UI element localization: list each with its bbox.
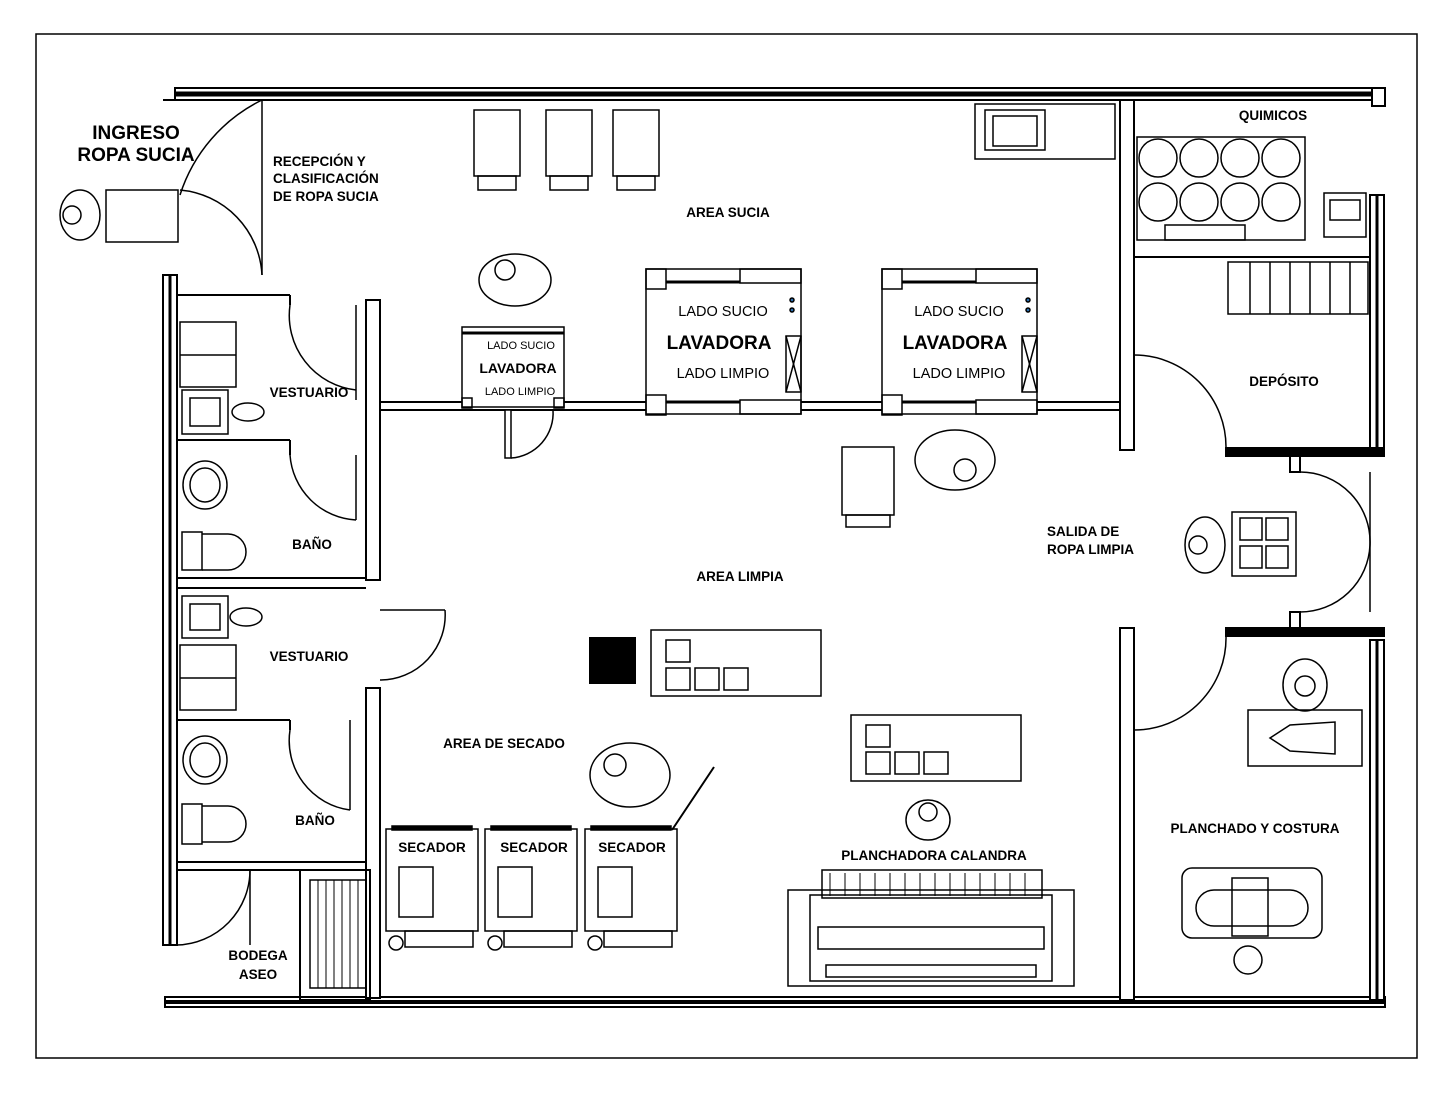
washer-mid-name: LAVADORA xyxy=(667,333,772,354)
label-vestuario-top: VESTUARIO xyxy=(270,385,349,400)
label-salida-1: SALIDA DE xyxy=(1047,524,1119,539)
label-area-sucia: AREA SUCIA xyxy=(686,205,770,220)
label-recepcion-2: CLASIFICACIÓN xyxy=(273,171,379,186)
label-bodega-2: ASEO xyxy=(239,967,277,982)
label-vestuario-bottom: VESTUARIO xyxy=(270,649,349,664)
washer-small-dirty: LADO SUCIO xyxy=(487,340,555,352)
label-salida-2: ROPA LIMPIA xyxy=(1047,542,1134,557)
label-bano-top: BAÑO xyxy=(292,537,332,552)
room-labels: INGRESO ROPA SUCIA RECEPCIÓN Y CLASIFICA… xyxy=(77,108,1339,982)
sewing-machine xyxy=(1181,867,1323,975)
dryer-2-label: SECADOR xyxy=(500,840,568,855)
fixtures xyxy=(179,103,1369,989)
doors xyxy=(176,99,1371,946)
label-deposito: DEPÓSITO xyxy=(1249,374,1319,389)
planchadora-calandra xyxy=(787,869,1075,987)
label-planchado: PLANCHADO Y COSTURA xyxy=(1170,821,1339,836)
label-ingreso-1: INGRESO xyxy=(92,123,180,144)
exterior-walls xyxy=(162,87,1386,1008)
laundry-carts xyxy=(105,109,1297,577)
drawing-frame xyxy=(35,33,1418,1059)
dryer-1-label: SECADOR xyxy=(398,840,466,855)
column-block xyxy=(589,637,636,684)
washer-right xyxy=(881,268,1038,416)
washer-mid xyxy=(645,268,802,416)
interior-walls xyxy=(177,99,1385,1001)
label-bodega-1: BODEGA xyxy=(228,948,288,963)
washer-right-name: LAVADORA xyxy=(903,333,1008,354)
washer-right-dirty: LADO SUCIO xyxy=(914,304,1003,320)
equipment-labels: LADO SUCIO LAVADORA LADO LIMPIO LADO SUC… xyxy=(398,304,1027,863)
washer-mid-dirty: LADO SUCIO xyxy=(678,304,767,320)
label-bano-bottom: BAÑO xyxy=(295,813,335,828)
label-recepcion-3: DE ROPA SUCIA xyxy=(273,189,379,204)
label-recepcion-1: RECEPCIÓN Y xyxy=(273,154,366,169)
washer-small-name: LAVADORA xyxy=(479,360,556,376)
label-ingreso-2: ROPA SUCIA xyxy=(77,145,194,166)
washer-right-clean: LADO LIMPIO xyxy=(913,366,1006,382)
label-area-limpia: AREA LIMPIA xyxy=(696,569,783,584)
label-quimicos: QUIMICOS xyxy=(1239,108,1307,123)
washer-small-clean: LADO LIMPIO xyxy=(485,386,556,398)
dryers xyxy=(385,825,678,951)
label-area-secado: AREA DE SECADO xyxy=(443,736,565,751)
calandra-label: PLANCHADORA CALANDRA xyxy=(841,848,1027,863)
washer-small xyxy=(461,326,565,409)
washer-mid-clean: LADO LIMPIO xyxy=(677,366,770,382)
dryer-3-label: SECADOR xyxy=(598,840,666,855)
people-figures xyxy=(59,189,1328,841)
